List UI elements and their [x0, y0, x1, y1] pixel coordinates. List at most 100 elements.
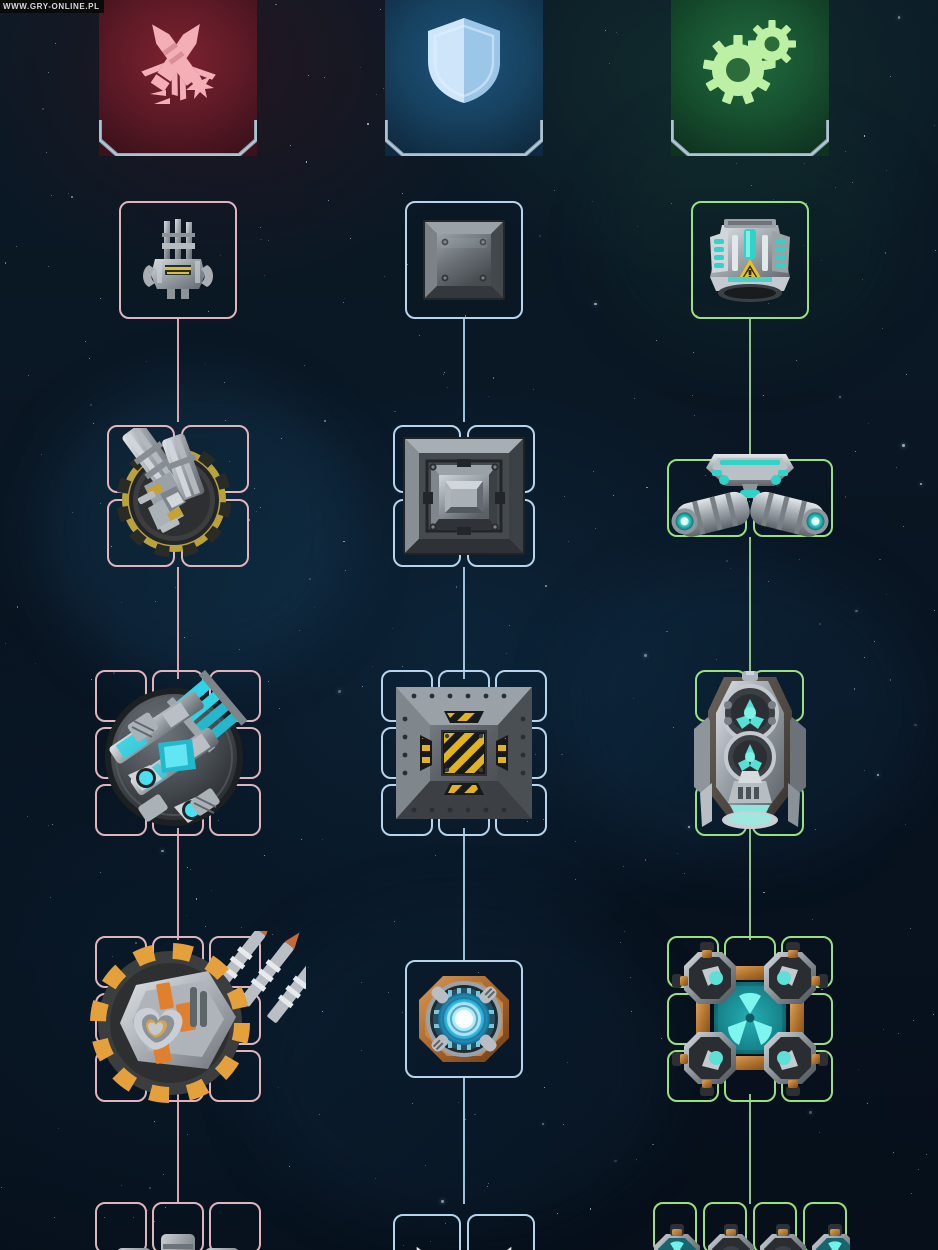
deflector-generator-icon	[411, 968, 517, 1070]
tech-node-s1[interactable]	[405, 201, 523, 319]
star	[890, 75, 892, 77]
star	[694, 415, 696, 417]
star	[892, 1152, 894, 1154]
star	[683, 872, 685, 874]
tech-node-e5[interactable]	[653, 1202, 850, 1250]
star	[914, 724, 917, 727]
column-header-shields[interactable]	[385, 0, 543, 156]
star	[612, 494, 614, 496]
star	[298, 630, 300, 632]
tech-node-e3[interactable]	[694, 670, 806, 836]
star	[803, 162, 805, 164]
star	[46, 152, 48, 154]
star	[211, 889, 212, 891]
star	[867, 1102, 869, 1104]
star	[254, 488, 256, 490]
star	[487, 1182, 489, 1184]
armor-plate-icon	[421, 218, 507, 302]
star	[633, 697, 635, 699]
star	[622, 866, 624, 868]
star	[419, 334, 421, 336]
star	[281, 438, 283, 439]
star	[384, 275, 386, 277]
star	[48, 71, 50, 73]
star	[821, 260, 823, 262]
tech-node-w5[interactable]	[95, 1202, 261, 1250]
star	[911, 1192, 913, 1194]
crossed-missiles-icon	[99, 4, 257, 116]
star	[818, 1131, 820, 1133]
star	[562, 1123, 564, 1125]
tech-node-s4[interactable]	[405, 960, 523, 1078]
star	[661, 1037, 663, 1039]
star	[862, 279, 864, 281]
star	[323, 77, 325, 79]
connector-s4-s5	[463, 1078, 465, 1204]
star	[401, 665, 403, 667]
star	[882, 328, 883, 329]
star	[863, 770, 865, 772]
star	[278, 708, 280, 710]
column-header-engineering[interactable]	[671, 0, 829, 156]
star	[913, 1020, 915, 1022]
star	[750, 185, 752, 187]
tech-node-w4[interactable]	[90, 931, 306, 1103]
star	[186, 1133, 188, 1135]
star	[263, 854, 265, 856]
tech-node-e2[interactable]	[667, 454, 833, 537]
star	[644, 654, 647, 657]
star	[392, 628, 394, 630]
star	[898, 1032, 900, 1034]
star	[441, 1200, 444, 1203]
star	[767, 580, 769, 582]
star	[52, 824, 54, 825]
star	[16, 606, 19, 608]
star	[149, 1187, 151, 1189]
star	[41, 454, 43, 456]
star	[542, 1123, 545, 1126]
star	[314, 607, 316, 609]
star	[884, 252, 887, 254]
star	[631, 1010, 633, 1012]
star	[4, 643, 6, 644]
star	[905, 374, 907, 376]
star	[48, 265, 50, 267]
star	[342, 302, 344, 304]
tech-node-s3[interactable]	[381, 670, 547, 836]
tech-node-s5[interactable]	[393, 1214, 535, 1250]
star	[189, 868, 191, 870]
star	[564, 495, 566, 497]
star	[100, 872, 102, 874]
star	[263, 274, 265, 276]
star	[763, 891, 765, 894]
star	[84, 341, 86, 343]
tech-node-e1[interactable]	[691, 201, 809, 319]
star	[934, 249, 936, 251]
tech-node-s2[interactable]	[393, 425, 535, 567]
star	[553, 189, 555, 191]
star	[474, 1113, 476, 1116]
star	[851, 181, 853, 183]
star	[379, 9, 381, 11]
tech-node-w1[interactable]	[119, 201, 237, 319]
star	[630, 977, 632, 979]
star	[589, 1208, 592, 1210]
star	[868, 423, 870, 424]
tech-node-w2[interactable]	[107, 425, 249, 567]
star	[322, 1011, 324, 1013]
star	[205, 363, 207, 365]
column-header-weapons[interactable]	[99, 0, 257, 156]
star	[223, 382, 225, 383]
watermark-label: WWW.GRY-ONLINE.PL	[0, 0, 104, 13]
star	[275, 3, 277, 6]
star	[120, 601, 122, 603]
star	[343, 298, 345, 299]
star	[855, 451, 857, 453]
star	[539, 235, 541, 237]
star	[1, 1187, 2, 1189]
tech-node-e4[interactable]	[667, 936, 833, 1102]
tech-node-w3[interactable]	[95, 669, 261, 836]
railgun-bank-icon	[103, 1224, 253, 1250]
star	[387, 992, 389, 994]
